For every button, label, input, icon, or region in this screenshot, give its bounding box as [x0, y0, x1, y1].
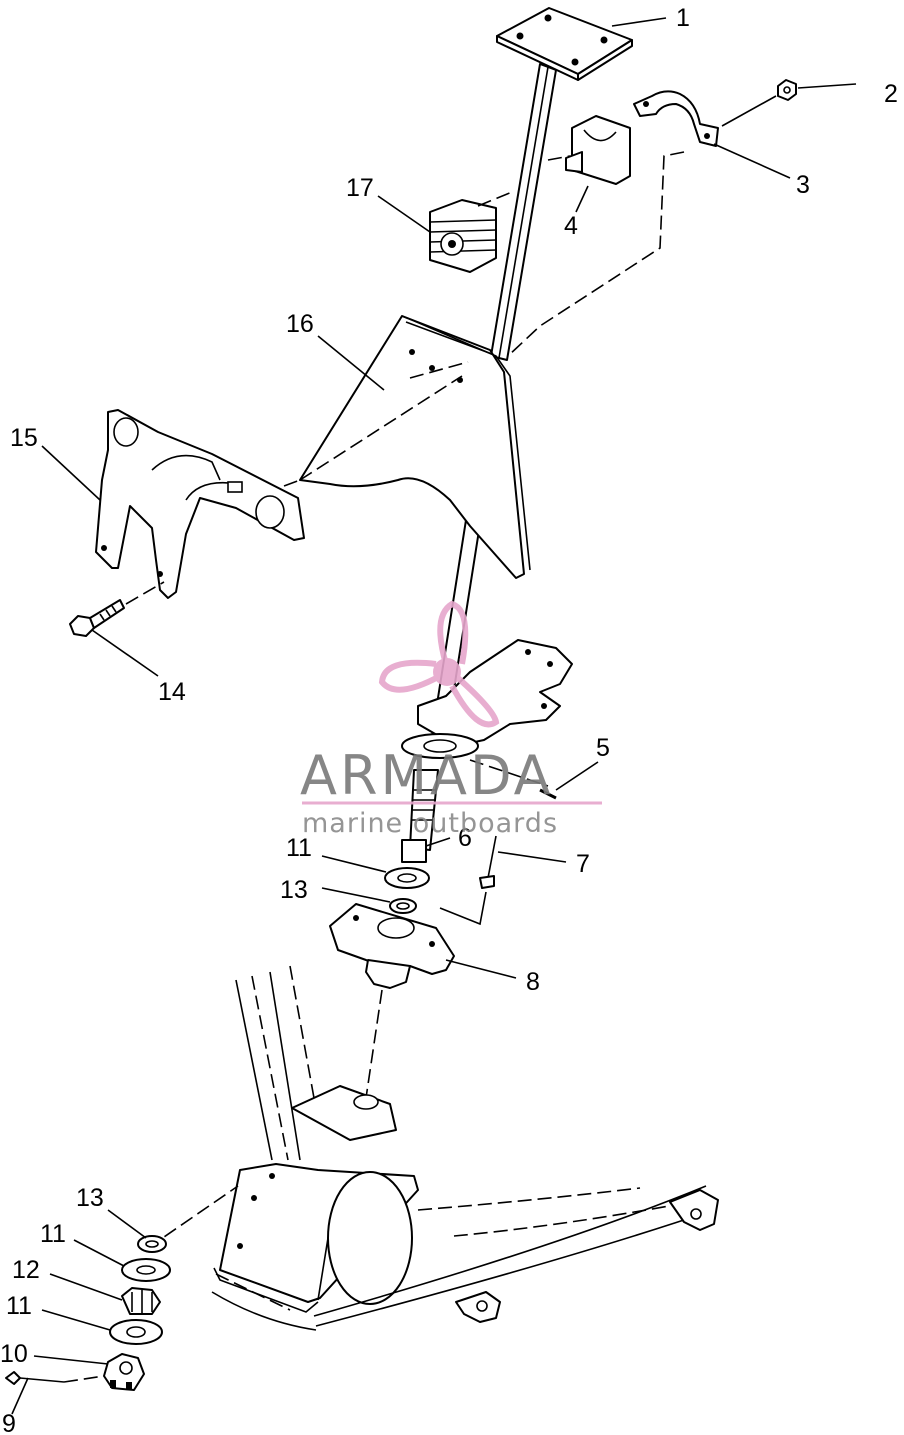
watermark-tagline: marine outboards [302, 808, 558, 839]
cotter-pin [469, 759, 557, 800]
callout-3: 3 [796, 171, 810, 199]
callout-12: 12 [12, 1256, 40, 1284]
callout-9: 9 [2, 1410, 16, 1435]
callout-17: 17 [346, 174, 374, 202]
frame [147, 965, 719, 1331]
watermark-brand: ARMADA [300, 744, 554, 807]
o-ring-upper [389, 898, 417, 914]
screw [479, 835, 497, 889]
washer-lower-1 [121, 1258, 171, 1282]
callout-labels: 1 2 3 4 5 6 7 8 9 10 11 11 11 12 13 13 1… [0, 4, 898, 1435]
callout-13b: 13 [76, 1184, 104, 1212]
clamp [633, 90, 719, 147]
callout-1: 1 [676, 4, 690, 32]
o-ring-lower [137, 1235, 167, 1253]
nut [777, 79, 797, 101]
dash-panel [299, 315, 531, 579]
callout-14: 14 [158, 678, 186, 706]
support-bracket [95, 409, 305, 599]
callout-15: 15 [10, 424, 38, 452]
callout-6: 6 [458, 824, 472, 852]
bushing-half [547, 115, 631, 185]
callout-2: 2 [884, 80, 898, 108]
callout-5: 5 [596, 734, 610, 762]
watermark: ARMADA marine outboards [300, 600, 602, 839]
leader-lines [11, 17, 857, 1415]
castle-nut-10 [103, 1353, 145, 1391]
steering-bracket [401, 639, 573, 863]
callout-16: 16 [286, 310, 314, 338]
washer-upper [384, 867, 430, 889]
callout-10: 10 [0, 1340, 28, 1368]
castle-nut-12 [121, 1287, 161, 1315]
callout-11a: 11 [286, 834, 312, 862]
cotter-pin-9 [5, 1371, 105, 1385]
mounting-plate [496, 7, 633, 81]
callout-13a: 13 [280, 876, 308, 904]
callout-11b: 11 [40, 1220, 66, 1248]
callout-7: 7 [576, 850, 590, 878]
callout-4: 4 [564, 212, 578, 240]
callout-8: 8 [526, 968, 540, 996]
rubber-bushing [429, 191, 513, 273]
propeller-icon [378, 600, 500, 728]
bolt [69, 599, 125, 637]
washer-lower-2 [109, 1319, 163, 1345]
callout-11c: 11 [6, 1292, 32, 1320]
bearing-block [329, 891, 487, 989]
